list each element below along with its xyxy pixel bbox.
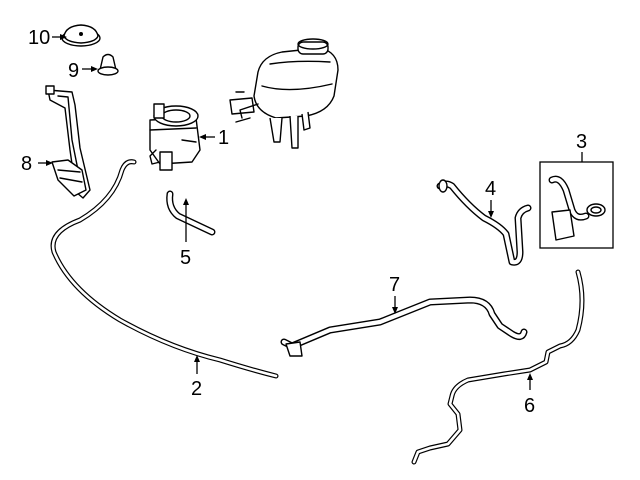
callout-3: 3 [576,131,587,162]
callout-2: 2 [191,355,202,400]
svg-text:6: 6 [524,395,535,417]
part-8-bracket [45,85,91,199]
svg-text:2: 2 [191,378,202,400]
svg-text:9: 9 [68,60,79,82]
svg-text:1: 1 [218,127,229,149]
svg-text:10: 10 [28,27,50,49]
callout-4: 4 [485,178,496,218]
callout-9: 9 [68,60,98,82]
svg-text:5: 5 [180,247,191,269]
callout-6: 6 [524,373,535,417]
callout-1: 1 [199,127,229,149]
part-6-pipe [411,269,585,465]
coolant-reservoir [229,38,339,149]
part-4-hose [436,179,532,266]
part-1-pump [149,103,201,171]
callout-5: 5 [180,198,191,269]
svg-text:7: 7 [389,274,400,296]
svg-text:4: 4 [485,178,496,200]
part-10-cap [61,24,101,47]
part-9-grommet [97,53,119,76]
part-2-hose [50,159,279,379]
callout-7: 7 [389,274,400,314]
svg-text:3: 3 [576,131,587,153]
callout-8: 8 [21,153,53,175]
callout-10: 10 [28,27,67,49]
part-5-hose [166,190,216,236]
svg-text:8: 8 [21,153,32,175]
part-3-kit [539,161,614,249]
part-7-pipe [280,296,528,357]
